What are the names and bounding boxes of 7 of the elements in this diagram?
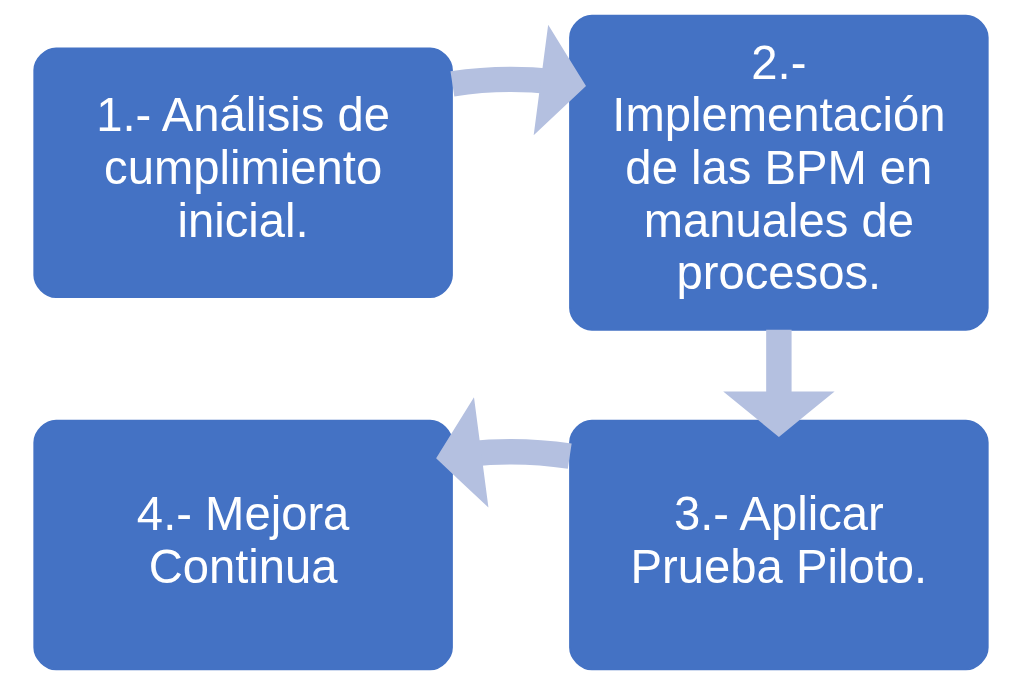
node-box: 3.- Aplicar Prueba Piloto.	[569, 419, 989, 671]
arrow	[723, 329, 835, 437]
arrow	[436, 397, 572, 508]
arrow	[450, 24, 586, 136]
node-box: 2.- Implementación de las BPM en manuales de procesos.	[569, 14, 989, 331]
node-box: 4.- Mejora Continua	[33, 419, 453, 671]
node-box: 1.- Análisis de cumplimiento inicial.	[33, 47, 453, 298]
